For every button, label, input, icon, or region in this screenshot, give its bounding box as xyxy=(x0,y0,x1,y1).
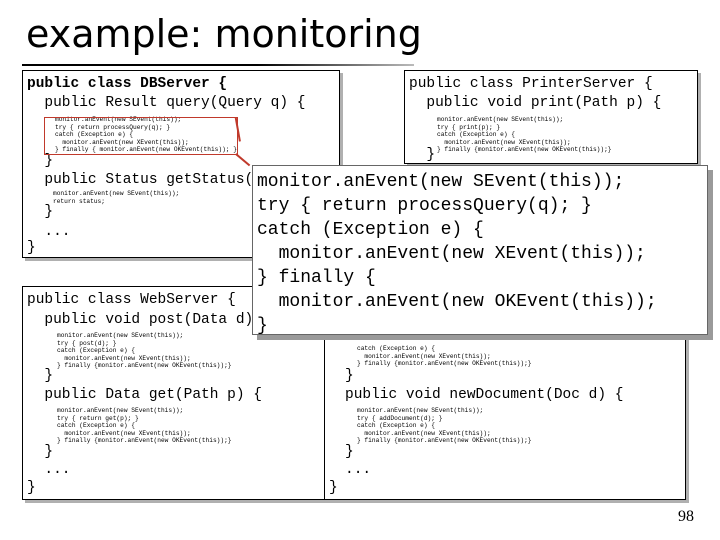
docserver-class-close: } xyxy=(329,480,338,496)
docserver-newdocument-body: monitor.anEvent(new SEvent(this)); try {… xyxy=(357,407,532,445)
webserver-get-body: monitor.anEvent(new SEvent(this)); try {… xyxy=(57,407,232,445)
dbserver-getstatus-body: monitor.anEvent(new SEvent(this)); retur… xyxy=(53,190,180,205)
dbserver-getstatus-decl: public Status getStatus() { xyxy=(27,172,280,188)
dbserver-query-decl: public Result query(Query q) { xyxy=(27,95,306,111)
title-underline xyxy=(22,64,414,66)
docserver-ellipsis: ... xyxy=(345,462,372,478)
webserver-class-decl: public class WebServer { xyxy=(27,292,236,308)
docserver-method-close: } xyxy=(345,368,354,384)
webserver-get-decl: public Data get(Path p) { xyxy=(27,387,262,403)
webserver-class-close: } xyxy=(27,480,36,496)
webserver-get-close: } xyxy=(27,444,54,460)
webserver-post-decl: public void post(Data d) { xyxy=(27,312,271,328)
printerserver-print-close: } xyxy=(409,147,436,163)
printerserver-print-decl: public void print(Path p) { xyxy=(409,95,662,111)
dbserver-query-close: } xyxy=(27,153,54,169)
dbserver-class-close: } xyxy=(27,240,36,256)
dbserver-query-body: monitor.anEvent(new SEvent(this)); try {… xyxy=(55,116,237,154)
slide-title: example: monitoring xyxy=(26,12,422,56)
printerserver-print-body: monitor.anEvent(new SEvent(this)); try {… xyxy=(437,116,612,154)
webserver-ellipsis: ... xyxy=(27,462,71,478)
dbserver-class-decl: public class DBServer { xyxy=(27,76,228,92)
docserver-method-body: catch (Exception e) { monitor.anEvent(ne… xyxy=(357,345,532,368)
zoomed-code: monitor.anEvent(new SEvent(this)); try {… xyxy=(257,172,657,336)
docserver-newdocument-decl: public void newDocument(Doc d) { xyxy=(345,387,624,403)
zoomed-code-popup: monitor.anEvent(new SEvent(this)); try {… xyxy=(252,165,708,336)
dbserver-ellipsis: ... xyxy=(27,224,71,240)
query-body-highlight xyxy=(44,117,238,155)
page-number: 98 xyxy=(678,508,694,525)
webserver-post-body: monitor.anEvent(new SEvent(this)); try {… xyxy=(57,332,232,370)
printerserver-class-decl: public class PrinterServer { xyxy=(409,76,653,92)
docserver-newdocument-close: } xyxy=(345,444,354,460)
webserver-post-close: } xyxy=(27,368,54,384)
dbserver-code-box: public class DBServer { public Result qu… xyxy=(22,70,340,258)
printerserver-code-box: public class PrinterServer { public void… xyxy=(404,70,698,164)
dbserver-getstatus-close: } xyxy=(27,204,54,220)
